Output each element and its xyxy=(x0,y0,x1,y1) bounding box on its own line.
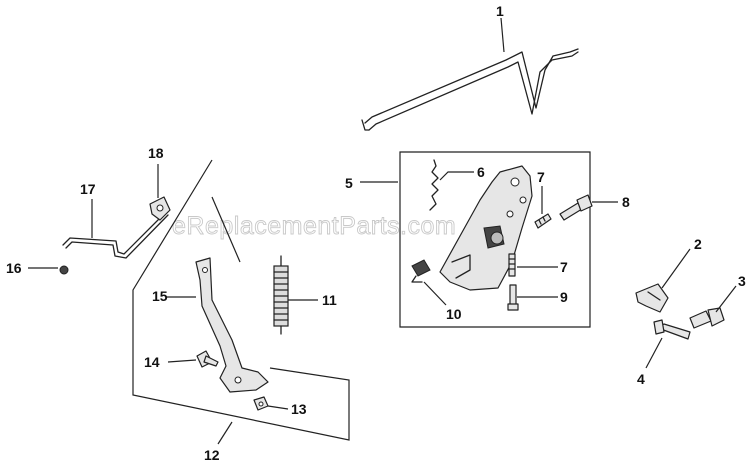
part-4-bolt[interactable] xyxy=(653,319,691,340)
part-2-bracket[interactable] xyxy=(635,283,669,313)
callout-17: 17 xyxy=(80,181,96,197)
callout-13: 13 xyxy=(291,401,307,417)
part-13-nut[interactable] xyxy=(253,396,269,411)
part-12-group-frame xyxy=(132,159,350,441)
callout-7-upper: 7 xyxy=(537,169,545,185)
callout-6: 6 xyxy=(477,164,485,180)
callout-5: 5 xyxy=(345,175,353,191)
callout-2: 2 xyxy=(694,236,702,252)
callout-18: 18 xyxy=(148,145,164,161)
part-17-rod[interactable] xyxy=(62,211,169,259)
part-9-bolt[interactable] xyxy=(507,284,519,311)
part-15-lever[interactable] xyxy=(195,257,269,393)
callout-labels: 1 2 3 4 5 6 7 7 8 9 10 11 12 13 14 15 16… xyxy=(6,3,746,463)
part-8-bolt[interactable] xyxy=(559,194,593,221)
callout-15: 15 xyxy=(152,288,168,304)
leader-lines xyxy=(28,17,737,445)
part-6-spring[interactable] xyxy=(429,159,439,211)
part-7-screw-lower[interactable] xyxy=(508,253,516,277)
part-3-bolt[interactable] xyxy=(689,307,725,329)
part-16-nut[interactable] xyxy=(59,265,69,275)
callout-12: 12 xyxy=(204,447,220,463)
part-7-screw-upper[interactable] xyxy=(534,213,552,229)
callout-10: 10 xyxy=(446,306,462,322)
watermark: eReplacementParts.com xyxy=(172,212,456,240)
callout-9: 9 xyxy=(560,289,568,305)
callout-11: 11 xyxy=(322,292,337,308)
callout-1: 1 xyxy=(496,3,504,19)
callout-14: 14 xyxy=(144,354,160,370)
part-5-panel-frame xyxy=(399,151,591,328)
part-1-rod[interactable] xyxy=(361,48,579,131)
callout-7-lower: 7 xyxy=(560,259,568,275)
frame-guide-line xyxy=(211,196,241,263)
callout-3: 3 xyxy=(738,273,746,289)
callout-8: 8 xyxy=(622,194,630,210)
callout-16: 16 xyxy=(6,260,22,276)
part-14-bolt[interactable] xyxy=(196,350,219,368)
part-11-spring[interactable] xyxy=(273,255,289,335)
part-18-clip[interactable] xyxy=(149,196,171,221)
part-10-clip[interactable] xyxy=(411,259,431,283)
callout-4: 4 xyxy=(637,371,645,387)
